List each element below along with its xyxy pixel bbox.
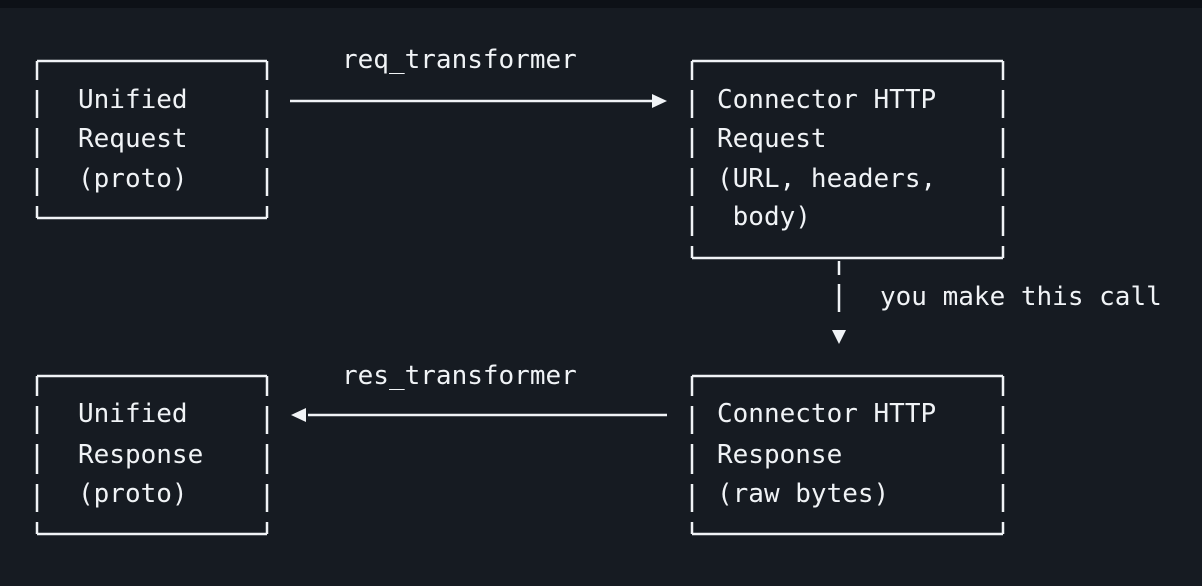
connector-request-line-2: Request (717, 124, 827, 154)
diagram-panel (0, 8, 1202, 586)
connector-response-line-1: Connector HTTP (717, 399, 936, 429)
unified-response-line-2: Response (78, 440, 203, 470)
connector-response-box-border (690, 374, 1005, 536)
connector-request-line-1: Connector HTTP (717, 85, 936, 115)
call-label: you make this call (880, 282, 1162, 312)
connector-response-line-3: (raw bytes) (717, 479, 889, 509)
call-arrowhead (832, 330, 846, 344)
unified-request-line-3: (proto) (78, 164, 188, 194)
connector-request-line-3: (URL, headers, (717, 164, 936, 194)
req-transformer-label: req_transformer (342, 45, 577, 75)
unified-request-line-1: Unified (78, 85, 188, 115)
res-arrowhead (291, 408, 306, 422)
connector-response-line-2: Response (717, 440, 842, 470)
req-arrowhead (652, 94, 667, 108)
connector-request-line-4: body) (717, 202, 811, 232)
unified-response-line-3: (proto) (78, 479, 188, 509)
unified-response-box-border (35, 374, 269, 536)
res-transformer-label: res_transformer (342, 361, 577, 391)
unified-request-line-2: Request (78, 124, 188, 154)
connector-request-box-border (690, 59, 1005, 260)
unified-response-line-1: Unified (78, 399, 188, 429)
unified-request-box-border (35, 59, 269, 220)
